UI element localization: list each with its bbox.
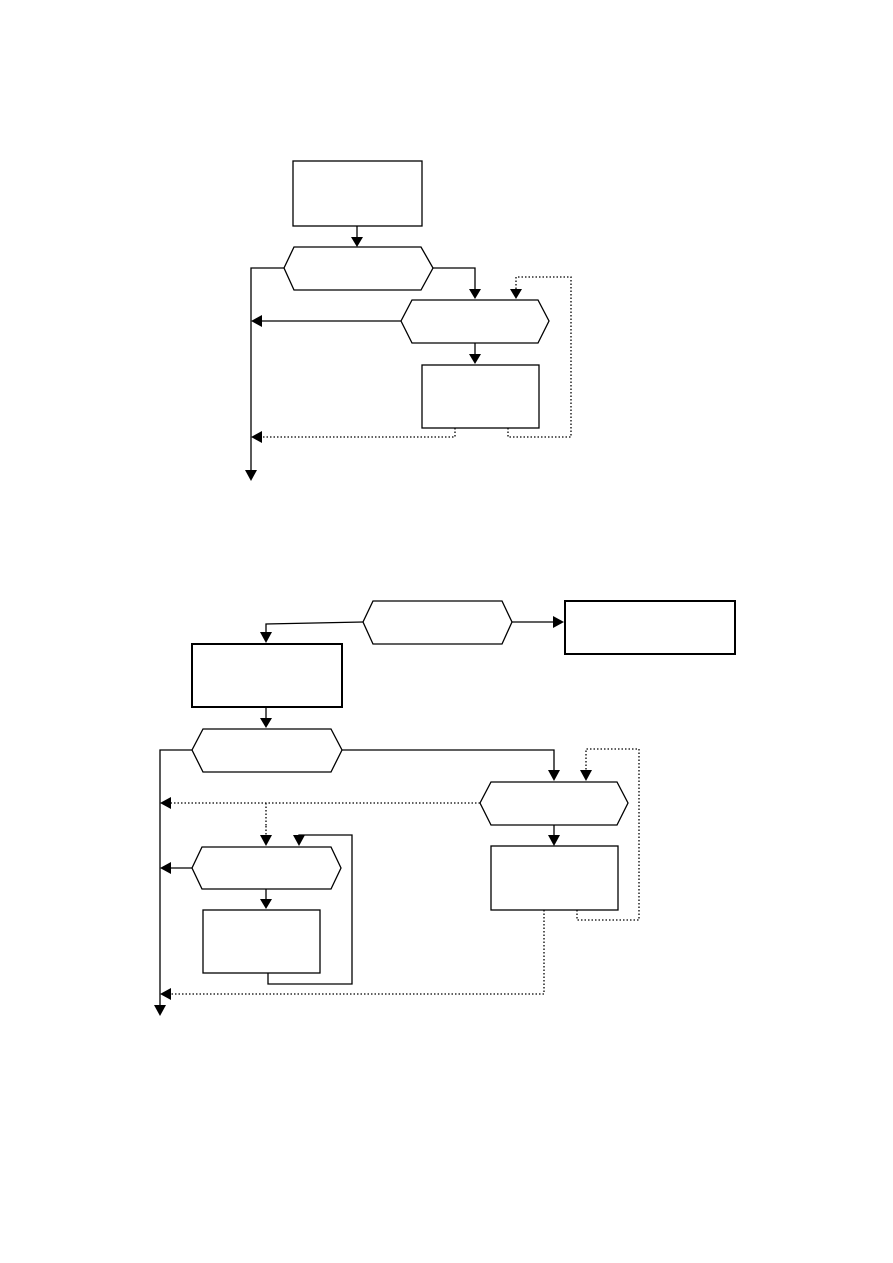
decision-b-hexagon <box>191 846 342 890</box>
arrowhead <box>548 835 560 846</box>
flowchart-lower <box>154 600 736 1016</box>
arrowhead <box>548 770 560 781</box>
decision-a-hexagon <box>191 728 343 773</box>
dotted-connector-process-exit <box>262 428 456 438</box>
arrowhead <box>160 988 171 1000</box>
dotted-loop-back-connector <box>507 276 572 438</box>
start-box <box>292 160 423 227</box>
arrowhead <box>580 770 592 781</box>
arrowhead <box>160 862 171 874</box>
arrowhead <box>469 354 481 364</box>
arrowhead <box>260 835 272 846</box>
top-decision-hexagon <box>362 600 513 645</box>
connector-decision-a-exit <box>159 749 192 1005</box>
arrowhead <box>260 718 272 728</box>
arrowhead <box>160 797 171 809</box>
left-process-box <box>202 909 321 974</box>
right-decision-hexagon <box>479 781 629 826</box>
side-process-box <box>564 600 736 655</box>
arrowhead <box>260 899 272 909</box>
process-box <box>421 364 540 429</box>
arrowhead <box>469 289 481 299</box>
exit-arrowhead <box>154 1005 166 1016</box>
exit-arrowhead <box>245 470 257 481</box>
flowchart-upper <box>245 160 572 481</box>
dotted-loop-back-connector-right <box>576 748 640 921</box>
right-process-box <box>490 845 619 911</box>
arrowhead <box>260 632 272 643</box>
connector-top-decision-to-main-box <box>265 621 364 633</box>
decision-hexagon-2 <box>400 299 550 344</box>
arrowhead <box>251 315 262 327</box>
connector-decision-a-to-right-decision <box>342 749 555 770</box>
arrowhead <box>293 835 305 846</box>
arrowhead <box>351 237 363 247</box>
arrowhead <box>251 431 262 443</box>
connector-decision-1-no <box>250 267 284 470</box>
decision-hexagon-1 <box>283 246 434 291</box>
arrowhead <box>510 289 522 299</box>
connector-decision-1-yes <box>433 267 476 290</box>
arrowhead <box>553 616 564 628</box>
dotted-connector-right-process-exit <box>171 910 545 995</box>
main-process-box <box>191 643 343 708</box>
